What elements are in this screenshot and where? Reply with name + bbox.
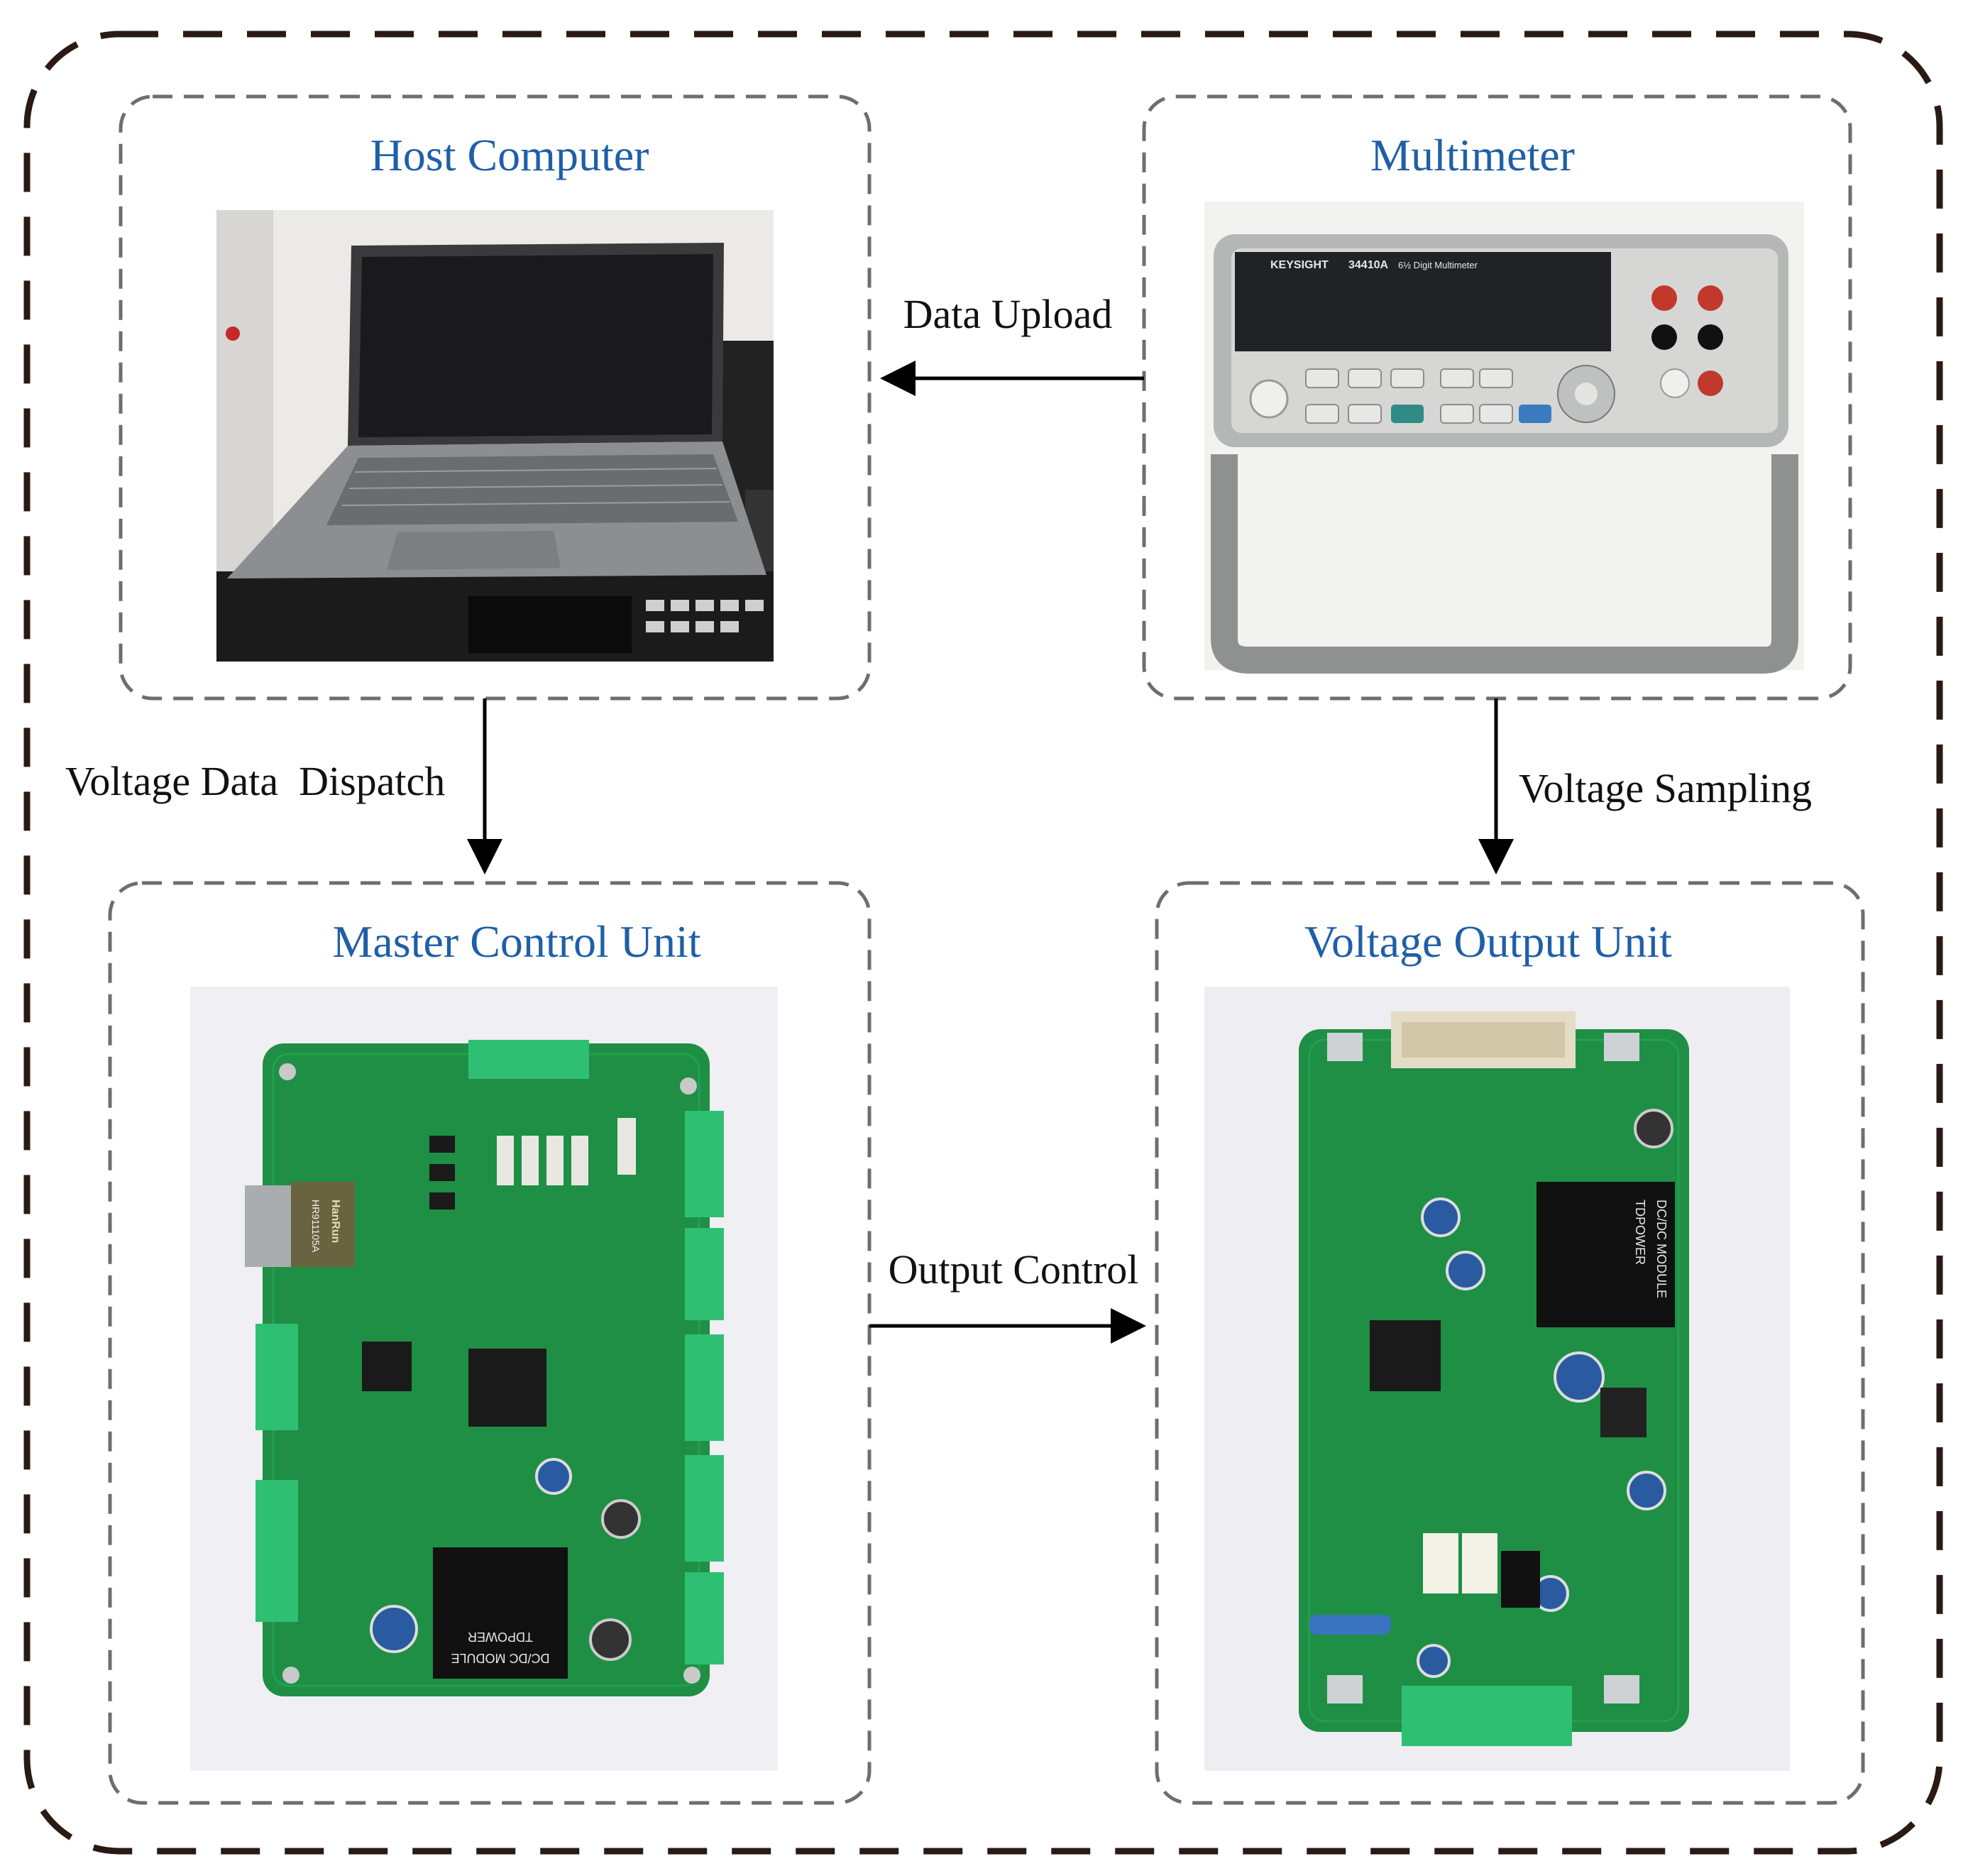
dcdc-module-2-brand: TDPOWER bbox=[1633, 1200, 1647, 1265]
multimeter-title: Multimeter bbox=[1370, 130, 1575, 180]
dcdc-module-2-label: DC/DC MODULE bbox=[1654, 1200, 1669, 1298]
voltage-output-unit-panel bbox=[1155, 881, 1865, 1805]
multimeter-model: 34410A bbox=[1348, 259, 1388, 271]
dcdc-module-1-label: DC/DC MODULE bbox=[451, 1651, 549, 1665]
output-control-label: Output Control bbox=[889, 1246, 1139, 1293]
multimeter-desc: 6½ Digit Multimeter bbox=[1398, 260, 1478, 270]
master-control-unit-panel bbox=[108, 881, 872, 1805]
multimeter-photo: KEYSIGHT 34410A 6½ Digit Multimeter bbox=[1204, 202, 1804, 674]
outer-frame bbox=[23, 31, 1943, 1855]
voltage-output-unit-title: Voltage Output Unit bbox=[1304, 916, 1672, 967]
ethernet-brand: HanRun bbox=[329, 1200, 341, 1243]
master-control-pcb-photo: HanRun HR911105A DC/DC MODULE TDPOWER bbox=[190, 987, 778, 1771]
host-computer-panel bbox=[119, 94, 872, 701]
voltage-sampling-label: Voltage Sampling bbox=[1519, 765, 1812, 811]
host-computer-title: Host Computer bbox=[370, 130, 649, 180]
data-upload-label: Data Upload bbox=[903, 291, 1113, 337]
master-control-unit-title: Master Control Unit bbox=[332, 916, 700, 967]
dcdc-module-1-brand: TDPOWER bbox=[468, 1630, 533, 1644]
multimeter-brand: KEYSIGHT bbox=[1270, 259, 1329, 271]
voltage-output-pcb-photo: DC/DC MODULE TDPOWER bbox=[1204, 987, 1790, 1771]
ethernet-part: HR911105A bbox=[310, 1200, 321, 1253]
voltage-data-dispatch-label: Voltage Data Dispatch bbox=[65, 758, 445, 804]
laptop-photo bbox=[216, 210, 774, 662]
